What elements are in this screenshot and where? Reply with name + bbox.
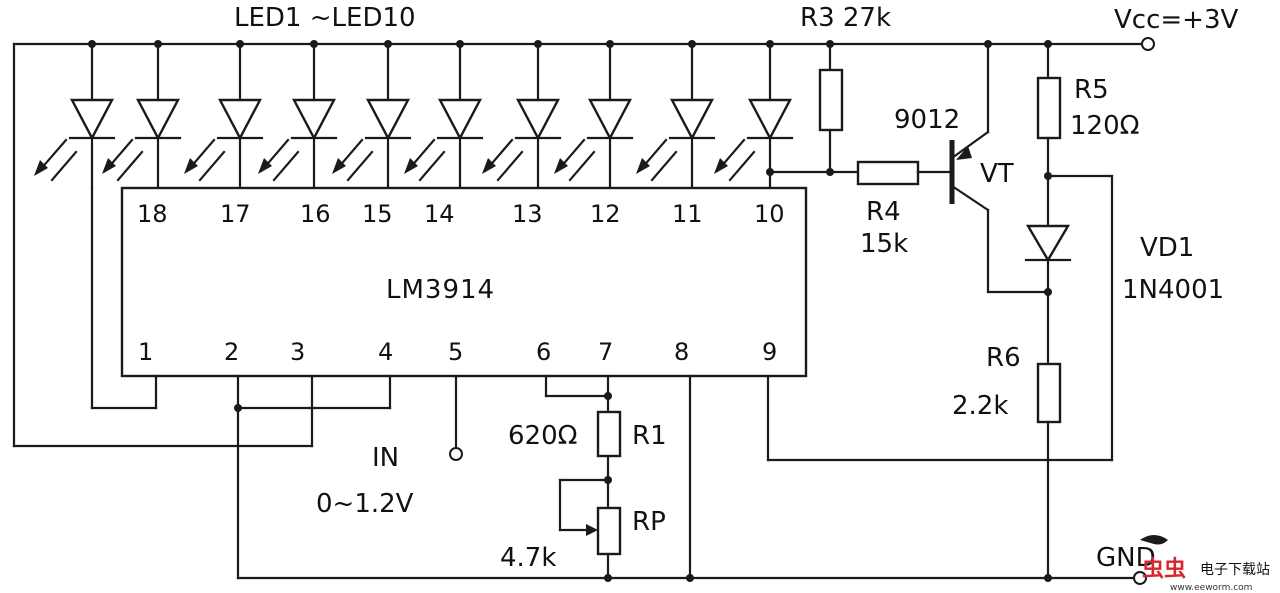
- r6-resistor: [1036, 362, 1062, 424]
- pin-15: 15: [362, 200, 393, 228]
- pin-9: 9: [762, 338, 777, 366]
- pin10-wire: [766, 168, 860, 176]
- r6-name-label: R6: [986, 343, 1021, 373]
- pin-1: 1: [138, 338, 153, 366]
- transistor-name-label: VT: [980, 159, 1014, 189]
- vd1-diode: [1025, 224, 1071, 263]
- ground-rail: [236, 571, 1147, 585]
- r5-resistor: [1036, 76, 1062, 140]
- pin9-wire: [766, 172, 1114, 462]
- led-3: [184, 42, 264, 190]
- pin-5: 5: [448, 338, 463, 366]
- watermark-site: 电子下载站: [1200, 562, 1270, 578]
- pin-18: 18: [137, 200, 168, 228]
- chip-top-pins: 18 17 16 15 14 13 12 11 10: [137, 200, 785, 228]
- watermark: 虫虫 电子下载站 www.eeworm.com: [1140, 535, 1270, 593]
- r4-value-label: 15k: [860, 229, 908, 259]
- led-1: [34, 42, 116, 190]
- r3-label: R3 27k: [800, 3, 891, 33]
- led-4: [258, 42, 338, 190]
- right-chain: [1024, 40, 1072, 580]
- watermark-mouse-icon: [1140, 535, 1168, 545]
- pin-8: 8: [674, 338, 689, 366]
- pin-11: 11: [672, 200, 703, 228]
- r3-resistor: [818, 68, 844, 132]
- r1-value-label: 620Ω: [508, 421, 578, 451]
- watermark-logo: 虫虫: [1142, 556, 1186, 582]
- transistor-type-label: 9012: [894, 105, 960, 135]
- in-label: IN: [372, 443, 399, 473]
- pin-17: 17: [220, 200, 251, 228]
- pin-14: 14: [424, 200, 455, 228]
- pins-2-3-4-bus: [234, 374, 392, 580]
- left-return-wire: [12, 42, 314, 448]
- rp-name-label: RP: [632, 507, 666, 537]
- led-8: [554, 42, 634, 190]
- pin-13: 13: [512, 200, 543, 228]
- rp-value-label: 4.7k: [500, 543, 556, 573]
- led-9: [636, 42, 716, 190]
- led-range-label: LED1 ~LED10: [234, 3, 416, 33]
- led-5: [332, 42, 412, 190]
- pin-16: 16: [300, 200, 331, 228]
- r1-name-label: R1: [632, 421, 667, 451]
- r1-resistor: [596, 410, 622, 458]
- chip-bottom-pins: 1 2 3 4 5 6 7 8 9: [138, 338, 777, 366]
- pin-12: 12: [590, 200, 621, 228]
- rp-potentiometer: [596, 506, 622, 556]
- lm3914-chip: [120, 186, 808, 378]
- led-2: [102, 42, 182, 190]
- r5-value-label: 120Ω: [1070, 111, 1140, 141]
- vd1-name-label: VD1: [1140, 233, 1194, 263]
- pin5-input: [449, 374, 463, 461]
- vd1-type-label: 1N4001: [1122, 275, 1224, 305]
- r4-resistor: [856, 160, 920, 186]
- r5-name-label: R5: [1074, 75, 1109, 105]
- led-7: [482, 42, 562, 190]
- r6-value-label: 2.2k: [952, 391, 1008, 421]
- pin1-wire: [90, 186, 158, 410]
- gnd-label: GND: [1096, 543, 1156, 573]
- pin-10: 10: [754, 200, 785, 228]
- r4-name-label: R4: [866, 197, 901, 227]
- in-range-label: 0~1.2V: [316, 489, 414, 519]
- pins-6-7-network: [544, 374, 622, 580]
- pin-2: 2: [224, 338, 239, 366]
- watermark-url: www.eeworm.com: [1170, 583, 1252, 593]
- vcc-label: Vcc=+3V: [1114, 5, 1238, 35]
- r3-resistor-branch: [818, 40, 844, 174]
- pin-6: 6: [536, 338, 551, 366]
- transistor-vt: [949, 40, 1050, 294]
- pin-3: 3: [290, 338, 305, 366]
- led-6: [404, 42, 484, 190]
- chip-name-label: LM3914: [386, 275, 495, 305]
- pin-4: 4: [378, 338, 393, 366]
- vcc-rail: [12, 37, 1155, 51]
- led-array: [34, 40, 794, 190]
- pin-7: 7: [598, 338, 613, 366]
- led-10: [714, 42, 794, 190]
